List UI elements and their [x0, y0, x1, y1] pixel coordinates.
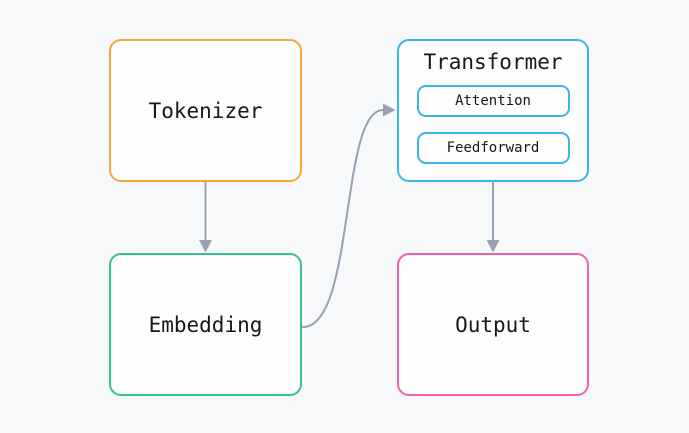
node-output: Output: [397, 253, 589, 396]
edge-curve: [302, 109, 384, 328]
subnode-attention-label: Attention: [455, 93, 531, 109]
edge-transformer-output: [486, 181, 500, 253]
arrowhead-down-icon: [486, 240, 500, 253]
node-tokenizer: Tokenizer: [109, 39, 302, 182]
node-output-label: Output: [455, 312, 531, 337]
node-tokenizer-label: Tokenizer: [148, 98, 263, 123]
arrowhead-down-icon: [199, 240, 212, 253]
subnode-attention: Attention: [416, 85, 570, 117]
arrowhead-right-icon: [383, 103, 396, 117]
subnode-feedforward: Feedforward: [416, 132, 570, 164]
subnode-feedforward-label: Feedforward: [446, 140, 540, 156]
edge-embedding-transformer: [302, 103, 396, 328]
edge-tokenizer-embedding: [199, 181, 212, 253]
node-transformer-label: Transformer: [423, 50, 563, 74]
node-embedding-label: Embedding: [148, 312, 263, 337]
node-embedding: Embedding: [109, 253, 302, 396]
node-transformer: Transformer Attention Feedforward: [397, 39, 589, 182]
